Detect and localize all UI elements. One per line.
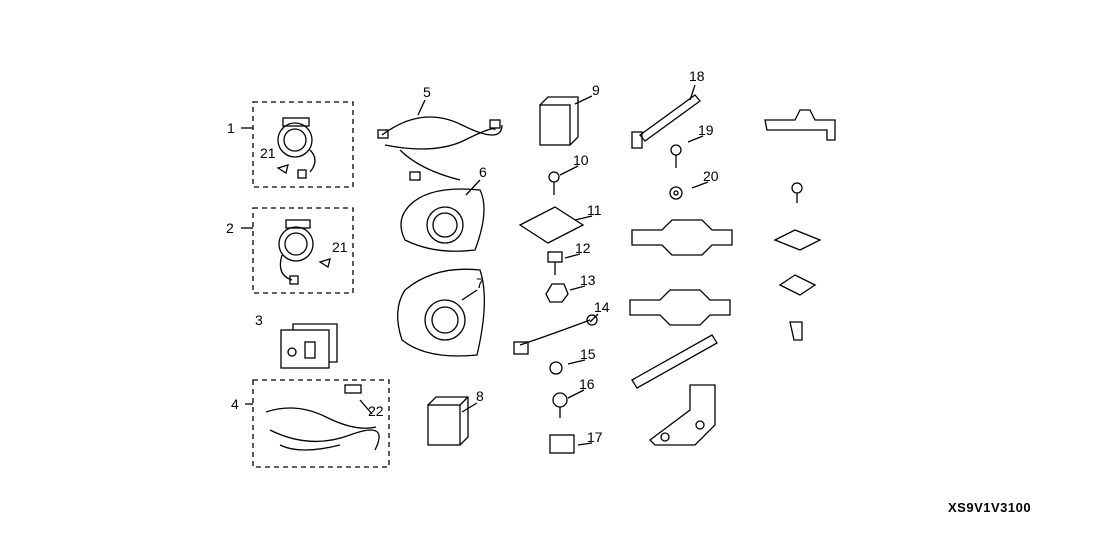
nut-13 bbox=[545, 283, 569, 303]
callout-6: 6 bbox=[479, 164, 487, 180]
wire-14 bbox=[513, 314, 598, 355]
kit-box-2 bbox=[252, 207, 354, 294]
garnish-6 bbox=[400, 188, 485, 252]
callout-20: 20 bbox=[703, 168, 719, 184]
bolt-12 bbox=[547, 251, 563, 275]
relay-9 bbox=[539, 96, 579, 146]
parts-right bbox=[764, 109, 836, 341]
screw-16 bbox=[552, 392, 568, 418]
kit-group-boxes bbox=[252, 101, 390, 468]
callout-21: 21 bbox=[332, 239, 348, 255]
callout-3: 3 bbox=[255, 312, 263, 328]
callout-18: 18 bbox=[689, 68, 705, 84]
callout-9: 9 bbox=[592, 82, 600, 98]
callout-13: 13 bbox=[580, 272, 596, 288]
clip-17 bbox=[549, 434, 575, 454]
callout-22: 22 bbox=[368, 403, 384, 419]
callout-19: 19 bbox=[698, 122, 714, 138]
bracket-left bbox=[629, 219, 733, 446]
diagram-code: XS9V1V3100 bbox=[948, 500, 1032, 515]
callout-4: 4 bbox=[231, 396, 239, 412]
washer-20 bbox=[669, 186, 683, 200]
callout-8: 8 bbox=[476, 388, 484, 404]
harness-5 bbox=[377, 116, 503, 181]
harness-4 bbox=[265, 384, 380, 451]
callout-5: 5 bbox=[423, 84, 431, 100]
foglight-2 bbox=[278, 219, 331, 285]
callout-10: 10 bbox=[573, 152, 589, 168]
callout-17: 17 bbox=[587, 429, 603, 445]
kit-box-4 bbox=[252, 379, 390, 468]
switch-3 bbox=[280, 323, 338, 369]
callout-1: 1 bbox=[227, 120, 235, 136]
callout-2: 2 bbox=[226, 220, 234, 236]
callout-15: 15 bbox=[580, 346, 596, 362]
callout-21: 21 bbox=[260, 145, 276, 161]
tape-11 bbox=[518, 206, 585, 244]
garnish-7 bbox=[397, 268, 485, 357]
nut-15 bbox=[549, 361, 563, 375]
callout-16: 16 bbox=[579, 376, 595, 392]
callout-12: 12 bbox=[575, 240, 591, 256]
callout-14: 14 bbox=[594, 299, 610, 315]
screw-19 bbox=[670, 144, 682, 168]
callout-11: 11 bbox=[587, 202, 602, 218]
bolt-10 bbox=[548, 171, 560, 195]
kit-box-1 bbox=[252, 101, 354, 188]
tie-18 bbox=[631, 94, 701, 149]
callout-7: 7 bbox=[476, 275, 484, 291]
foglight-1 bbox=[276, 117, 316, 179]
relay-8 bbox=[427, 396, 469, 446]
leader-lines bbox=[241, 84, 709, 446]
